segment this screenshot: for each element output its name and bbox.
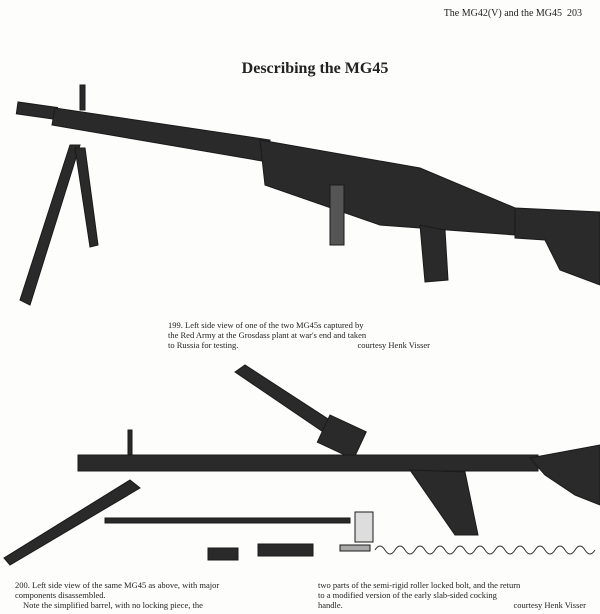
caption-line: to a modified version of the early slab-…: [318, 590, 497, 600]
caption-line: 200. Left side view of the same MG45 as …: [15, 580, 220, 590]
caption-line: to Russia for testing.: [168, 340, 239, 350]
figure-200-caption-col1: 200. Left side view of the same MG45 as …: [15, 580, 300, 610]
figure-200-caption-col2: two parts of the semi-rigid roller locke…: [318, 580, 586, 610]
mg45-photo-disassembled: [3, 364, 600, 566]
mg45-photo-assembled: [15, 84, 600, 306]
caption-line: Note the simplified barrel, with no lock…: [23, 600, 203, 610]
running-header: The MG42(V) and the MG45 203: [444, 8, 582, 19]
caption-line: 199. Left side view of one of the two MG…: [168, 320, 364, 330]
figure-199-caption: 199. Left side view of one of the two MG…: [168, 320, 430, 350]
page-title: Describing the MG45: [241, 60, 389, 77]
photo-credit: courtesy Henk Visser: [357, 340, 430, 350]
photo-credit: courtesy Henk Visser: [513, 600, 586, 610]
caption-line: handle.: [318, 600, 343, 610]
running-title: The MG42(V) and the MG45: [443, 8, 562, 19]
caption-line: components disassembled.: [15, 590, 106, 600]
caption-line: two parts of the semi-rigid roller locke…: [318, 580, 521, 590]
caption-line: the Red Army at the Grosdass plant at wa…: [168, 330, 367, 340]
page-number: 203: [567, 8, 582, 19]
